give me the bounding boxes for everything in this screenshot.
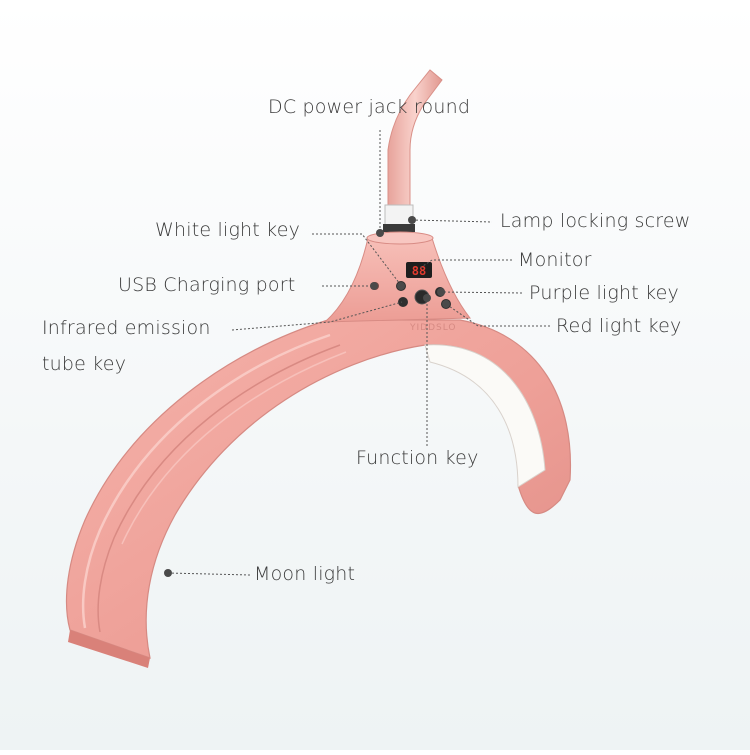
dot-dc-power-jack	[376, 229, 384, 237]
leader-monitor	[419, 259, 512, 269]
leader-red-light-key	[445, 303, 550, 327]
light-panel	[424, 344, 546, 488]
label-infrared-emission-line1: Infrared emission	[42, 317, 211, 339]
leader-white-light-key	[312, 233, 401, 285]
leader-infrared	[231, 301, 403, 331]
dot-white-light-key	[397, 282, 405, 290]
leader-lines	[167, 130, 550, 576]
dot-lamp-locking-screw	[408, 216, 416, 224]
dot-red-light-key	[442, 300, 450, 308]
monitor-display	[406, 262, 432, 278]
infrared-emission-key	[398, 297, 408, 307]
label-red-light-key: Red light key	[556, 315, 682, 337]
arm-end-cap	[68, 630, 150, 668]
dot-moon-light	[164, 569, 172, 577]
dot-usb-port	[370, 282, 378, 290]
brand-logo: YIDDSLO	[409, 323, 457, 333]
moon-light-arm	[65, 319, 572, 659]
arm-ridge-2	[97, 344, 341, 633]
label-purple-light-key: Purple light key	[529, 282, 679, 304]
gooseneck	[387, 69, 443, 209]
dot-function-key	[423, 294, 431, 302]
screw-collar	[383, 224, 415, 232]
label-dc-power-jack: DC power jack round	[268, 96, 471, 118]
leader-dots	[164, 216, 450, 577]
label-moon-light: Moon light	[254, 563, 356, 585]
arm-ridge-1	[81, 333, 331, 629]
label-monitor: Monitor	[518, 249, 592, 271]
label-lamp-locking-screw: Lamp locking screw	[500, 210, 691, 232]
label-usb-charging-port: USB Charging port	[118, 274, 296, 296]
label-function-key: Function key	[356, 447, 479, 469]
monitor-reading: 88	[412, 264, 426, 278]
label-infrared-emission-line2: tube key	[42, 353, 127, 375]
label-white-light-key: White light key	[155, 219, 301, 241]
leader-moon-light	[167, 572, 251, 576]
arm-ridge-3	[121, 351, 347, 545]
hub-top	[366, 231, 434, 245]
leader-lamp-locking-screw	[411, 219, 493, 223]
dot-purple-light-key	[437, 288, 445, 296]
leader-purple-light-key	[440, 291, 523, 294]
